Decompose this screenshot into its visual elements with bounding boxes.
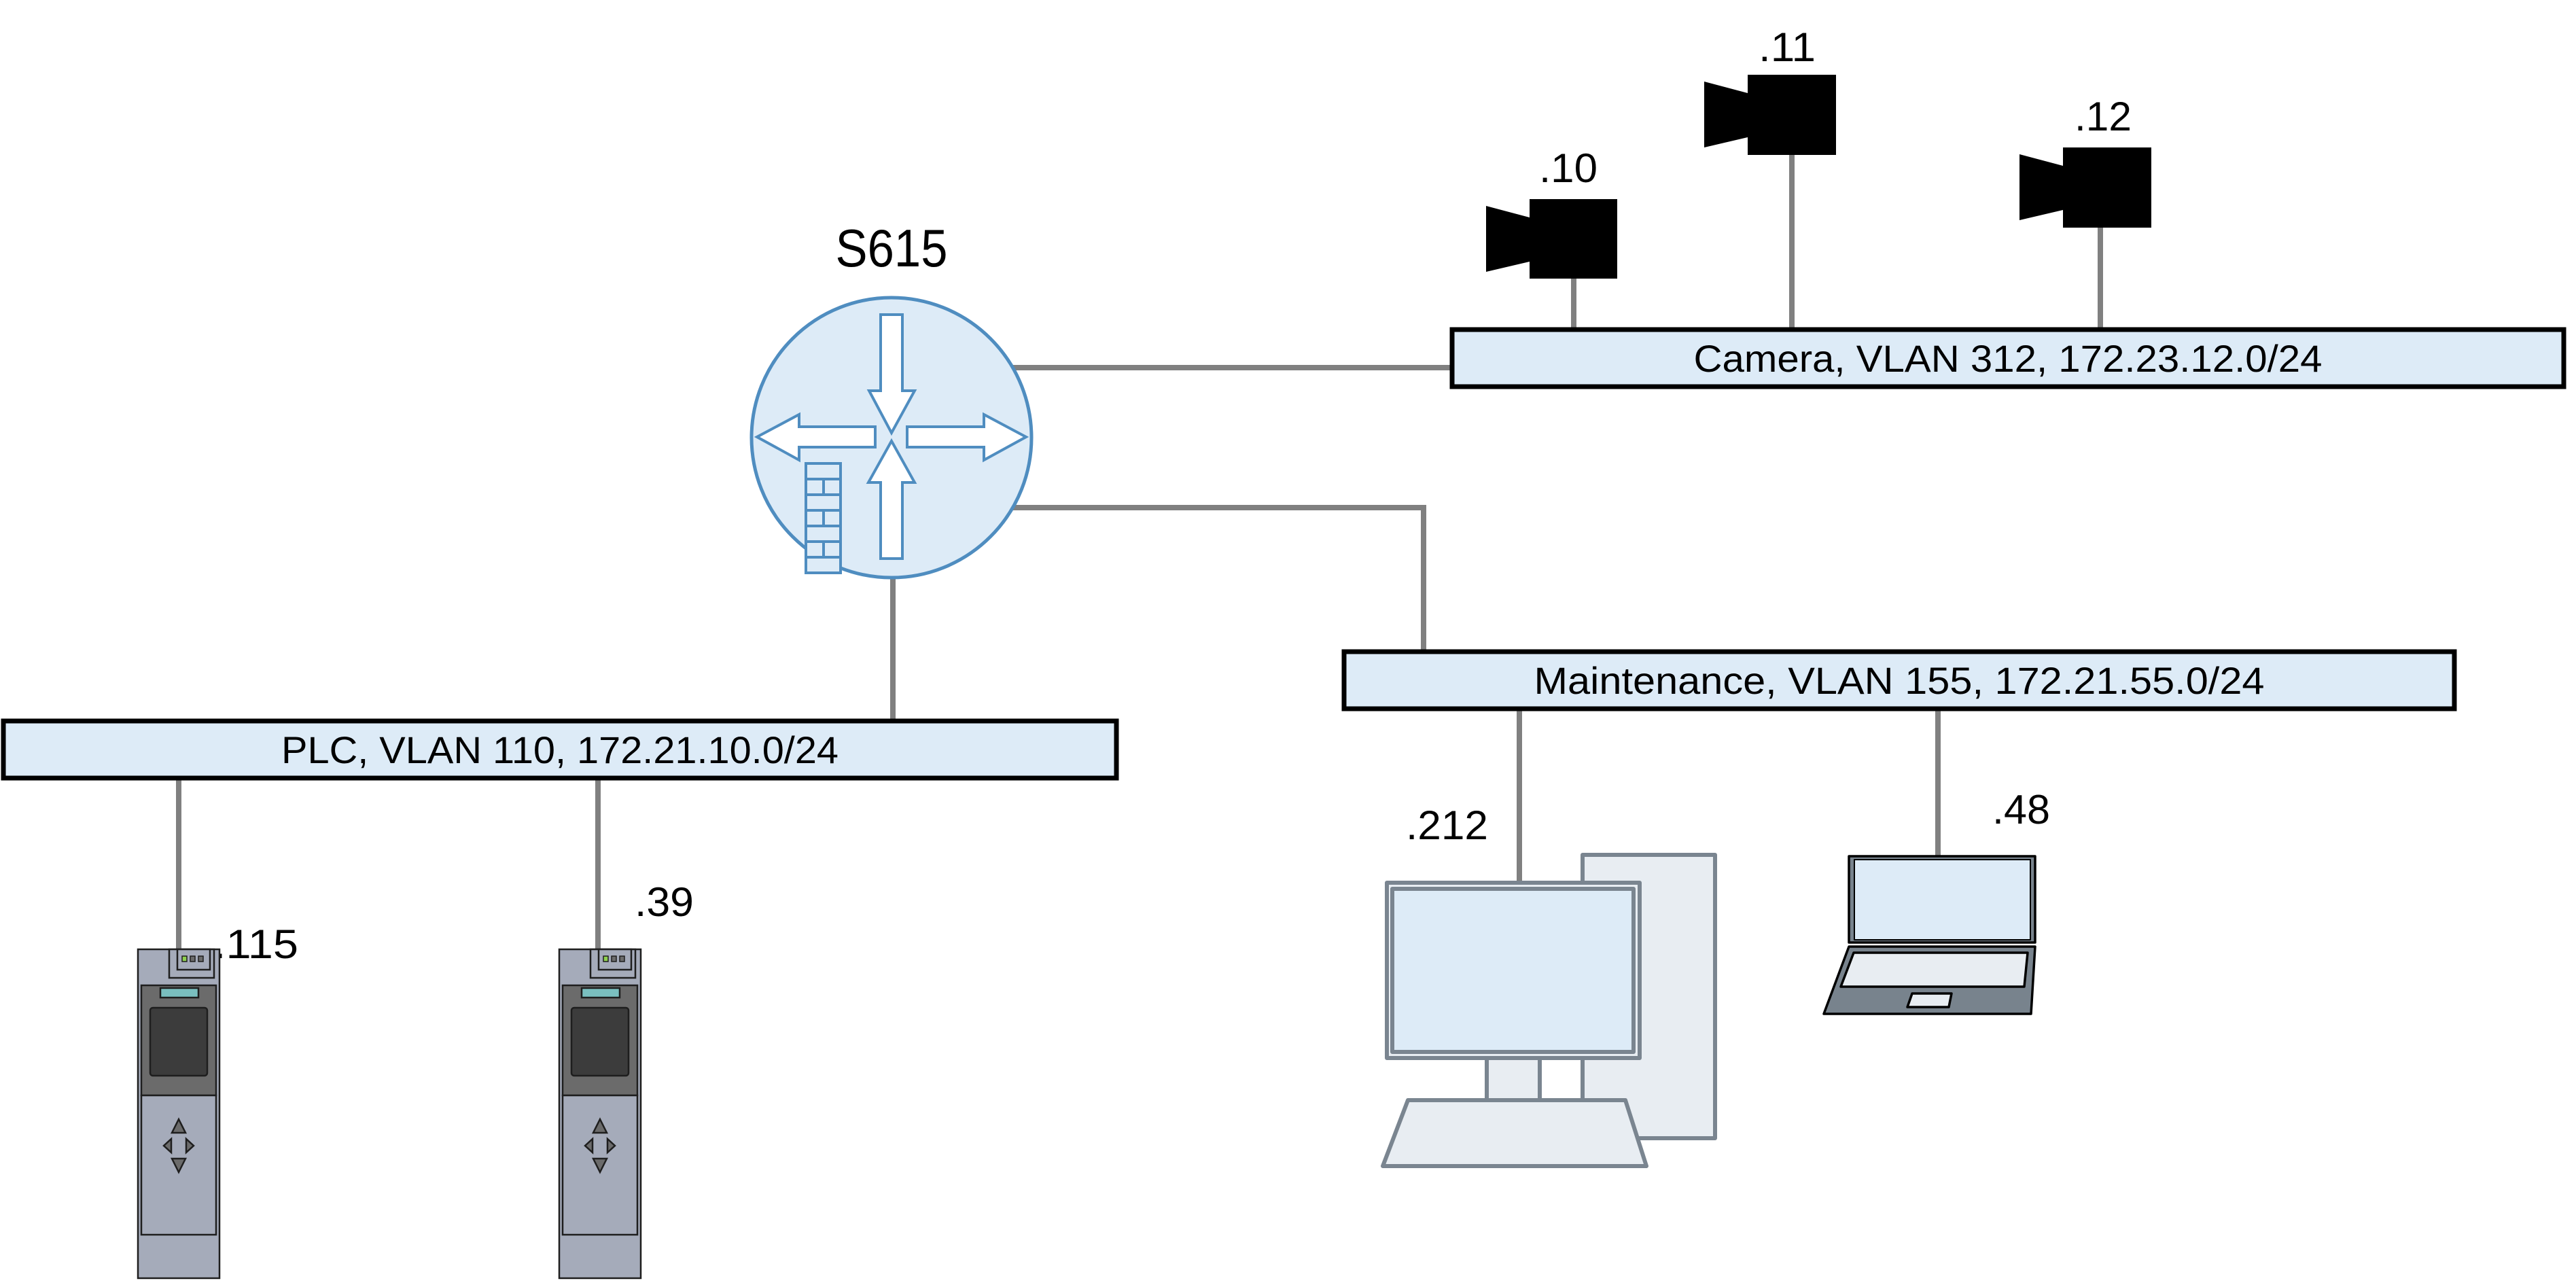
segment-camera[interactable]: Camera, VLAN 312, 172.23.12.0/24 <box>1449 327 2566 389</box>
desktop-host-label: .212 <box>1406 803 1488 848</box>
camera-device[interactable]: .10 <box>1486 145 1617 279</box>
laptop-touchpad <box>1906 992 1953 1008</box>
plc-icon <box>137 948 221 1280</box>
arrow-left-icon <box>754 412 877 463</box>
plc-icon <box>558 948 642 1280</box>
firewall-icon <box>805 462 842 574</box>
router-s615[interactable]: S615 <box>749 218 1034 580</box>
arrow-up-icon <box>866 438 917 560</box>
segment-maintenance-label: Maintenance, VLAN 155, 172.21.55.0/24 <box>1534 659 2265 702</box>
segment-maintenance-bar[interactable] <box>1341 649 2457 711</box>
segment-camera-bar[interactable] <box>1449 327 2566 389</box>
segment-camera-label: Camera, VLAN 312, 172.23.12.0/24 <box>1694 337 2323 380</box>
segment-plc[interactable]: PLC, VLAN 110, 172.21.10.0/24 <box>1 718 1119 781</box>
monitor-stand <box>1485 1056 1542 1102</box>
plc-device[interactable]: .39 <box>558 879 694 1280</box>
plc-host-label: .39 <box>635 879 694 925</box>
router-name: S615 <box>836 218 948 278</box>
camera-icon <box>1486 199 1617 279</box>
wire-router-maintenance <box>1009 505 1426 653</box>
segment-plc-label: PLC, VLAN 110, 172.21.10.0/24 <box>281 728 839 771</box>
laptop-keyboard <box>1839 951 2029 988</box>
camera-device[interactable]: .12 <box>2019 94 2151 228</box>
plc-host-label: .115 <box>213 921 298 967</box>
segment-maintenance[interactable]: Maintenance, VLAN 155, 172.21.55.0/24 <box>1341 649 2457 711</box>
arrow-right-icon <box>906 412 1029 463</box>
laptop-screen <box>1854 859 2031 940</box>
camera-icon <box>1704 75 1836 155</box>
camera-host-label: .11 <box>1759 24 1816 70</box>
laptop-icon <box>1822 855 2036 1015</box>
laptop-host-label: .48 <box>1992 787 2050 832</box>
camera-icon <box>2019 147 2151 228</box>
arrow-down-icon <box>866 313 917 436</box>
segment-plc-bar[interactable] <box>1 718 1119 781</box>
desktop-device[interactable]: .212 <box>1381 803 1717 1168</box>
keyboard <box>1381 1098 1648 1168</box>
plc-device[interactable]: .115 <box>137 921 298 1280</box>
laptop-device[interactable]: .48 <box>1822 787 2050 1015</box>
router-firewall-icon <box>749 296 1034 580</box>
camera-device[interactable]: .11 <box>1704 24 1836 155</box>
wires <box>176 152 2103 953</box>
camera-host-label: .12 <box>2075 94 2132 139</box>
monitor-screen <box>1390 887 1636 1054</box>
camera-host-label: .10 <box>1539 145 1598 191</box>
desktop-pc-icon <box>1381 853 1717 1168</box>
